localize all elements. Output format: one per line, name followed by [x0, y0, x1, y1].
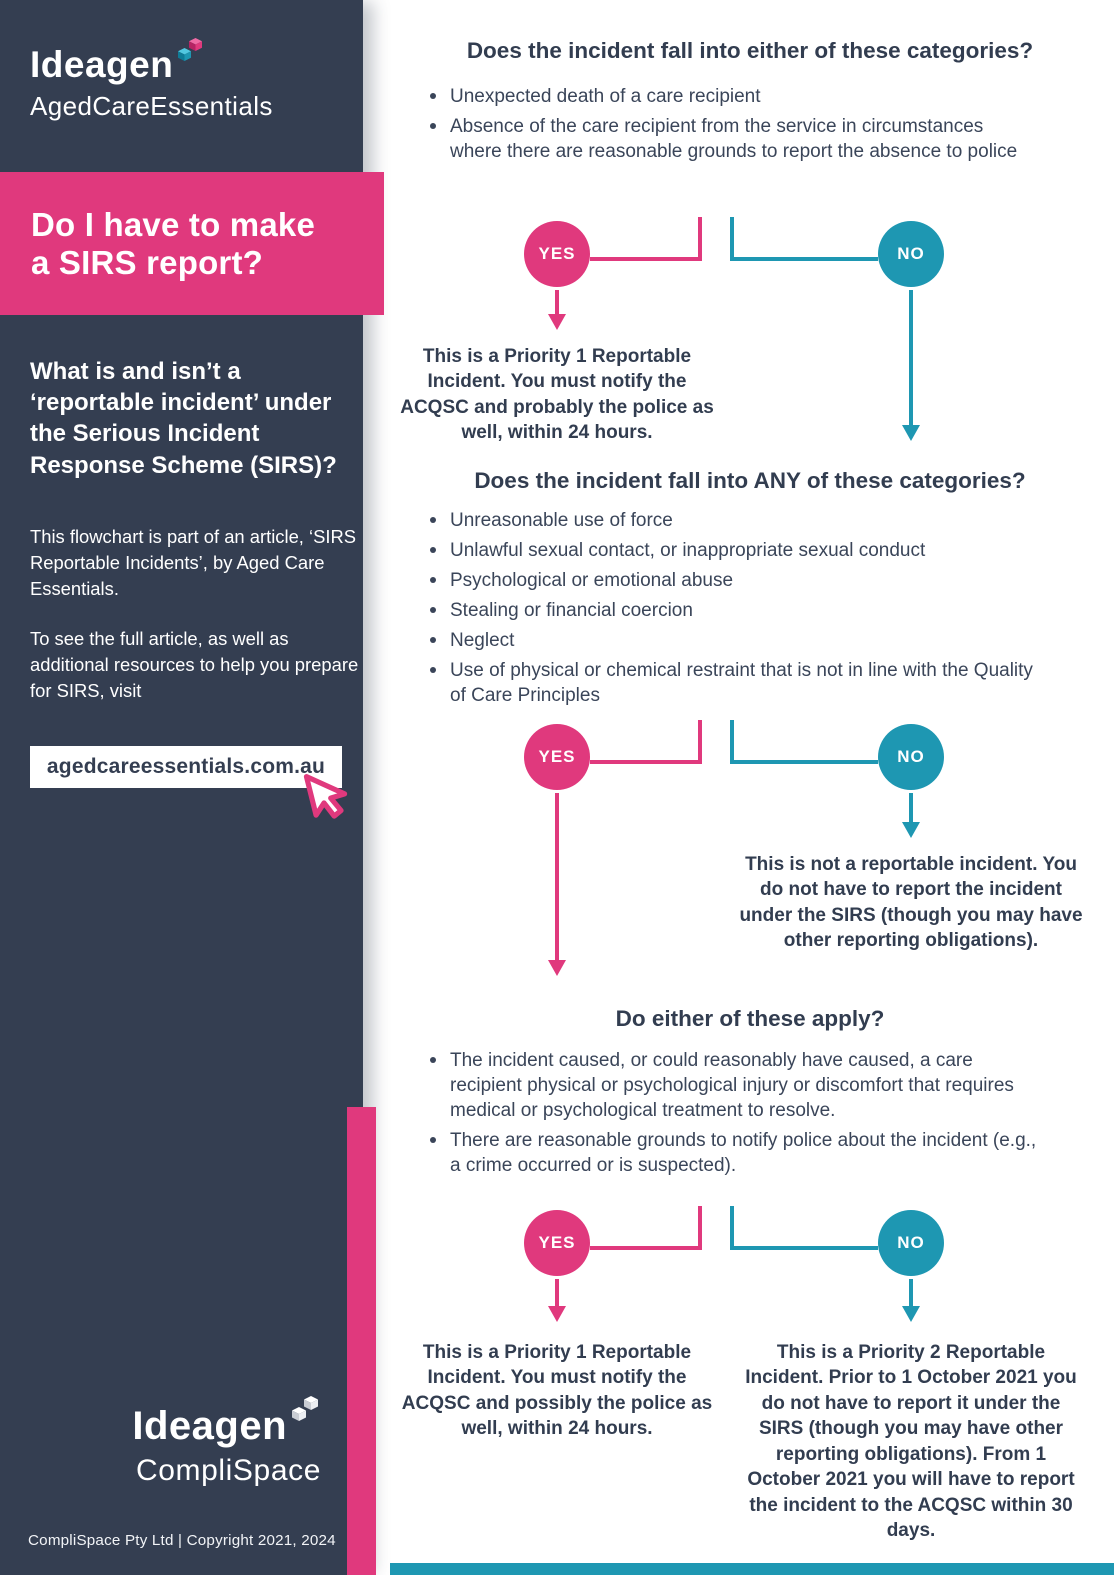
result-priority2: This is a Priority 2 Reportable Incident…	[745, 1342, 1077, 1542]
question-1-heading: Does the incident fall into either of th…	[466, 38, 1034, 63]
list-item: Unreasonable use of force	[428, 508, 1048, 533]
brand-name: Ideagen	[132, 1404, 287, 1448]
list-item: The incident caused, or could reasonably…	[428, 1048, 1042, 1123]
yes-node-1: YES	[524, 221, 590, 287]
no-node-2: NO	[878, 724, 944, 790]
yes-node-3: YES	[524, 1210, 590, 1276]
list-item: Psychological or emotional abuse	[428, 568, 1048, 593]
no-node-1: NO	[878, 221, 944, 287]
list-item: Unlawful sexual contact, or inappropriat…	[428, 538, 1048, 563]
teal-accent-bar	[390, 1563, 1114, 1575]
list-item: Stealing or financial coercion	[428, 598, 1048, 623]
question-2-heading: Does the incident fall into ANY of these…	[474, 468, 1026, 493]
brand-sub-name: AgedCareEssentials	[30, 91, 273, 121]
result-not-reportable: This is not a reportable incident. You d…	[739, 854, 1083, 952]
yes-node-2: YES	[524, 724, 590, 790]
ideagen-cubes-icon	[178, 38, 203, 61]
no-node-3: NO	[878, 1210, 944, 1276]
result-priority1-possibly: This is a Priority 1 Reportable Incident…	[401, 1342, 713, 1440]
page-title: Do I have to make a SIRS report?	[31, 206, 315, 281]
question-2-bullet-list: Unreasonable use of force Unlawful sexua…	[428, 508, 1048, 714]
copyright-text: CompliSpace Pty Ltd | Copyright 2021, 20…	[28, 1532, 336, 1549]
sidebar-heading: What is and isn’t a ‘reportable incident…	[30, 358, 337, 479]
list-item: Absence of the care recipient from the s…	[428, 114, 1040, 164]
page-title-banner: Do I have to make a SIRS report?	[0, 172, 384, 315]
sidebar-paragraph-2: To see the full article, as well as addi…	[30, 628, 359, 701]
website-url-text: agedcareessentials.com.au	[46, 755, 326, 778]
result-priority1-probably: This is a Priority 1 Reportable Incident…	[400, 346, 714, 444]
question-3-heading: Do either of these apply?	[615, 1006, 885, 1031]
brand-sub-name: CompliSpace	[135, 1454, 321, 1487]
sidebar-paragraph-1: This flowchart is part of an article, ‘S…	[30, 526, 357, 599]
website-link[interactable]: agedcareessentials.com.au	[30, 746, 342, 788]
list-item: Use of physical or chemical restraint th…	[428, 658, 1048, 708]
list-item: Unexpected death of a care recipient	[428, 84, 1040, 109]
ideagen-cubes-white-icon	[292, 1396, 318, 1421]
brand-name: Ideagen	[30, 44, 174, 85]
mouse-cursor-icon	[303, 774, 348, 819]
question-3-bullet-list: The incident caused, or could reasonably…	[428, 1048, 1042, 1183]
list-item: Neglect	[428, 628, 1048, 653]
list-item: There are reasonable grounds to notify p…	[428, 1128, 1042, 1178]
pink-accent-strip	[347, 1107, 376, 1575]
brand-ideagen-agedcare: Ideagen AgedCareEssentials	[30, 38, 273, 122]
brand-ideagen-complispace: Ideagen CompliSpace	[132, 1396, 321, 1488]
question-1-bullet-list: Unexpected death of a care recipient Abs…	[428, 84, 1040, 169]
